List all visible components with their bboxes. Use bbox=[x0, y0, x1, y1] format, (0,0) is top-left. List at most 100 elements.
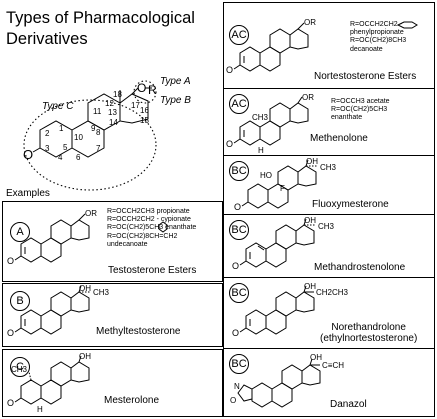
o-label: O bbox=[230, 396, 236, 405]
ketone-o: O bbox=[232, 328, 239, 338]
substituent-list: R=OCCH2CH2 - phenylpropionate R=OC(CH2)8… bbox=[350, 21, 406, 54]
page-title: Types of Pharmacological Derivatives bbox=[6, 8, 216, 50]
substituent-text: decanoate bbox=[350, 45, 383, 53]
nortestosterone-structure: OR O bbox=[226, 18, 418, 75]
alkyne-label: C≡CH bbox=[322, 361, 344, 370]
substituent-text: enanthate bbox=[331, 114, 363, 122]
atom-number: 12 bbox=[105, 99, 114, 108]
fluoxymesterone-structure: OH CH3 HO F O bbox=[234, 157, 337, 212]
ketone-o: O bbox=[7, 256, 14, 266]
type-a-label: Type A bbox=[160, 76, 191, 87]
badge-b: B bbox=[10, 291, 30, 311]
atom-number: 17 bbox=[131, 101, 140, 110]
atom-number: 7 bbox=[96, 144, 101, 153]
atom-number: 11 bbox=[93, 107, 102, 116]
ch3-label: CH3 bbox=[320, 163, 337, 172]
atom-number: 1 bbox=[59, 124, 64, 133]
title-line-2: Derivatives bbox=[6, 30, 88, 48]
n-label: N bbox=[234, 382, 240, 391]
atom-number: 6 bbox=[76, 153, 81, 162]
badge-ac: AC bbox=[229, 25, 249, 45]
ho-label: HO bbox=[260, 171, 272, 180]
panel-testosterone-esters: A R=OCCH2CH3 propionate R=OCCH2CH2 - cyp… bbox=[2, 201, 223, 282]
atom-number: 2 bbox=[45, 129, 50, 138]
badge-c: C bbox=[10, 357, 30, 377]
atom-number: 13 bbox=[108, 108, 117, 117]
compound-name: Testosterone Esters bbox=[108, 265, 197, 276]
title-line-1: Types of Pharmacological bbox=[6, 9, 195, 27]
oh-label: OH bbox=[79, 284, 91, 293]
panel-nortestosterone-esters: AC R=OCCH2CH2 - phenylpropionate R=OC(CH… bbox=[223, 2, 435, 89]
atom-number: 5 bbox=[63, 143, 68, 152]
ketone-o: O bbox=[234, 202, 241, 212]
substituent-text: undecanoate bbox=[107, 240, 148, 248]
atom-number: 4 bbox=[58, 153, 63, 162]
type-b-label: Type B bbox=[160, 95, 191, 106]
compound-name-line-1: Norethandrolone bbox=[331, 322, 406, 333]
badge-a: A bbox=[10, 222, 30, 242]
atom-number: 9 bbox=[91, 124, 96, 133]
methyltestosterone-structure: OH CH3 O bbox=[7, 284, 110, 338]
compound-name: Danazol bbox=[330, 399, 367, 410]
substituent-text: R=OCCH2CH3 propionate bbox=[107, 208, 190, 215]
ketone-o: O bbox=[7, 328, 14, 338]
main-o-atom: O bbox=[137, 81, 146, 95]
compound-name-line-2: (ethylnortestosterone) bbox=[320, 333, 418, 344]
type-c-region bbox=[23, 99, 157, 191]
badge-bc: BC bbox=[229, 161, 249, 181]
oh-label: OH bbox=[304, 282, 316, 291]
substituent-text: R=OCCH2CH2 - bbox=[350, 21, 402, 28]
main-r-atom: R bbox=[148, 83, 157, 97]
substituent-text: R=OC(CH2)8CH=CH2 bbox=[107, 232, 178, 240]
atom-number: 8 bbox=[96, 128, 101, 137]
oh-label: OH bbox=[306, 157, 318, 166]
atom-number: 16 bbox=[140, 106, 149, 115]
atom-number: 14 bbox=[109, 118, 118, 127]
ch3-label: CH3 bbox=[252, 113, 269, 122]
substituent-text: R=OCCH2CH2 - cypionate bbox=[107, 216, 191, 224]
panel-norethandrolone: BC OH CH2CH3 O Norethandrolone (ethylnor… bbox=[223, 277, 435, 349]
or-label: OR bbox=[304, 18, 316, 27]
badge-ac: AC bbox=[229, 94, 249, 114]
examples-label: Examples bbox=[6, 188, 50, 199]
norethandrolone-structure: OH CH2CH3 O bbox=[232, 282, 349, 338]
h-label: H bbox=[37, 405, 43, 414]
compound-name: Methandrostenolone bbox=[314, 262, 406, 273]
atom-number: 10 bbox=[74, 133, 83, 142]
ethyl-label: CH2CH3 bbox=[316, 288, 349, 297]
mesterolone-structure: OH CH3 H O bbox=[7, 352, 91, 414]
substituent-text: R=OC(CH2)5CH3 enanthate bbox=[107, 224, 197, 232]
panel-methenolone: AC R=OCCH3 acetate R=OC(CH2)5CH3 enantha… bbox=[223, 88, 435, 156]
testosterone-ester-structure: OR O bbox=[7, 209, 168, 266]
substituent-text: R=OCCH3 acetate bbox=[331, 98, 390, 105]
oh-label: OH bbox=[79, 352, 91, 361]
panel-danazol: BC OH C≡CH N O Danazol bbox=[223, 348, 435, 417]
danazol-structure: OH C≡CH N O bbox=[230, 353, 344, 408]
atom-number: 15 bbox=[140, 116, 149, 125]
compound-name: Norethandrolone (ethylnortestosterone) bbox=[320, 322, 417, 344]
badge-bc: BC bbox=[229, 354, 249, 374]
type-c-label: Type C bbox=[42, 101, 74, 112]
substituent-list: R=OCCH2CH3 propionate R=OCCH2CH2 - cypio… bbox=[107, 208, 196, 249]
oh-label: OH bbox=[304, 216, 316, 225]
main-ketone-o: O bbox=[23, 147, 33, 162]
atom-number: 18 bbox=[113, 90, 122, 99]
c17-oxygen-bond bbox=[131, 87, 139, 95]
or-label: OR bbox=[302, 93, 314, 102]
ch3-label: CH3 bbox=[11, 365, 28, 374]
panel-mesterolone: C OH CH3 H O Mesterolone bbox=[2, 349, 223, 417]
c3-ketone-bond bbox=[32, 147, 41, 153]
ketone-o: O bbox=[7, 398, 14, 408]
substituent-text: R=OC(CH2)8CH3 bbox=[350, 37, 407, 45]
type-ab-region bbox=[133, 80, 157, 104]
ketone-o: O bbox=[232, 261, 239, 271]
compound-name: Fluoxymesterone bbox=[312, 199, 389, 210]
substituent-list: R=OCCH3 acetate R=OC(CH2)5CH3 enanthate bbox=[331, 98, 390, 123]
panel-methandrostenolone: BC OH CH3 O Methandrostenolone bbox=[223, 214, 435, 278]
badge-bc: BC bbox=[229, 220, 249, 240]
or-label: OR bbox=[85, 209, 97, 218]
badge-bc: BC bbox=[229, 283, 249, 303]
compound-name: Nortestosterone Esters bbox=[314, 71, 417, 82]
oh-label: OH bbox=[310, 353, 322, 362]
ch3-label: CH3 bbox=[93, 288, 110, 297]
